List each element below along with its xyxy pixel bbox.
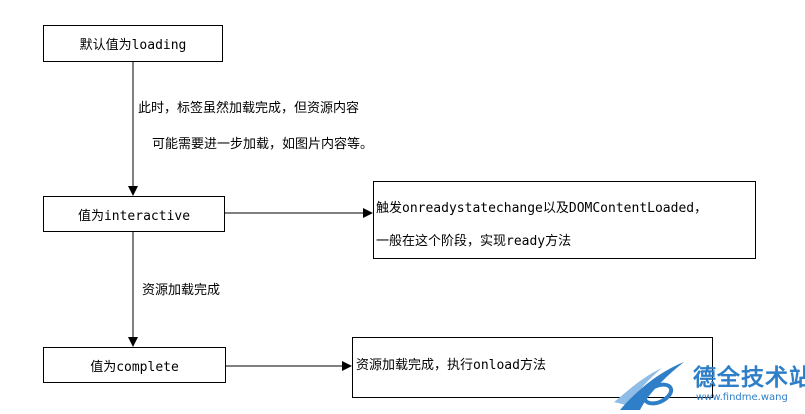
state-loading-label: 默认值为loading bbox=[79, 38, 187, 53]
watermark-site-name: 德全技术站 bbox=[693, 365, 805, 391]
swoosh-icon bbox=[614, 362, 684, 410]
note-loading-line2: 可能需要进一步加载，如图片内容等。 bbox=[152, 137, 374, 152]
note-loading-line1: 此时，标签虽然加载完成，但资源内容 bbox=[138, 101, 360, 116]
state-loading-box: 默认值为loading bbox=[43, 25, 223, 62]
callout-complete-box: 资源加载完成，执行onload方法 bbox=[352, 337, 713, 398]
callout-interactive-box: 触发onreadystatechange以及DOMContentLoaded， … bbox=[373, 181, 756, 259]
watermark-logo: 德全技术站 www.findme.wang bbox=[610, 352, 805, 414]
state-interactive-label: 值为interactive bbox=[77, 208, 191, 224]
note-resources-loaded: 资源加载完成 bbox=[142, 283, 221, 298]
state-interactive-box: 值为interactive bbox=[43, 196, 225, 232]
callout-interactive-line1: 触发onreadystatechange以及DOMContentLoaded， bbox=[376, 201, 708, 216]
state-complete-label: 值为complete bbox=[90, 359, 179, 375]
state-complete-box: 值为complete bbox=[43, 347, 226, 383]
callout-interactive-line2: 一般在这个阶段，实现ready方法 bbox=[376, 234, 572, 249]
callout-complete-label: 资源加载完成，执行onload方法 bbox=[356, 358, 546, 373]
watermark-url: www.findme.wang bbox=[696, 392, 788, 403]
